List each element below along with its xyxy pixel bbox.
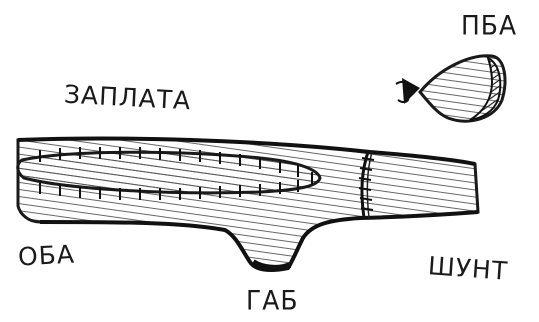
label-gab: ГАБ <box>246 287 299 313</box>
label-pba: ПБА <box>461 12 517 38</box>
label-shunt: ШУНТ <box>427 253 509 284</box>
ligated-profunda-stump <box>396 56 505 121</box>
label-oba: ОБА <box>17 242 75 270</box>
label-patch: ЗАПЛАТА <box>63 82 191 114</box>
